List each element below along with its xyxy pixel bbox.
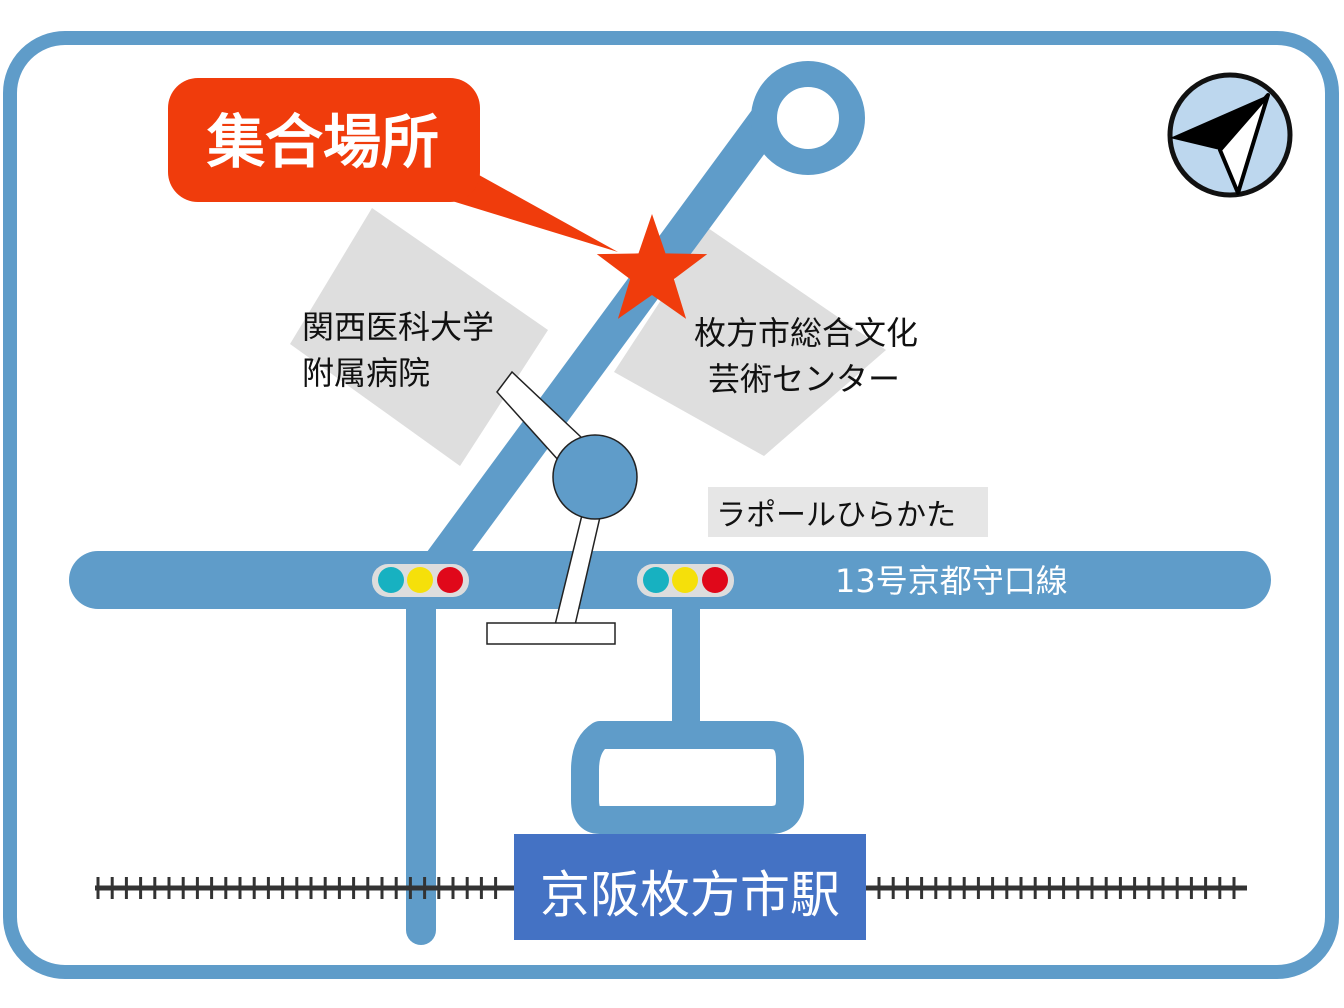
station-label: 京阪枚方市駅: [540, 866, 840, 924]
traffic-light-icon: [637, 564, 734, 597]
hospital-label-line1: 関西医科大学: [302, 308, 494, 346]
railway-line: [95, 877, 1247, 899]
meeting-place-title: 集合場所: [206, 108, 439, 176]
rapport-label-box: [708, 487, 988, 537]
hospital-label-line2: 附属病院: [302, 354, 430, 392]
pedestrian-deck: [552, 434, 638, 520]
center-label-line1: 枚方市総合文化: [694, 314, 918, 352]
walkway-landing: [486, 622, 616, 645]
traffic-light-icon: [372, 564, 469, 597]
station-box: [514, 834, 866, 940]
compass-icon: [1167, 72, 1293, 198]
rapport-label: ラポールひらかた: [716, 498, 956, 533]
center-label-line2: 芸術センター: [708, 360, 900, 398]
building-hospital: [290, 208, 548, 466]
road-label: 13号京都守口線: [835, 562, 1068, 600]
callout-box: [168, 78, 480, 202]
road-loop: [751, 61, 865, 175]
station-rotary: [571, 721, 804, 834]
diagonal-road: [410, 94, 793, 596]
star-marker-icon: [596, 214, 708, 319]
building-culture-center: [614, 228, 886, 456]
